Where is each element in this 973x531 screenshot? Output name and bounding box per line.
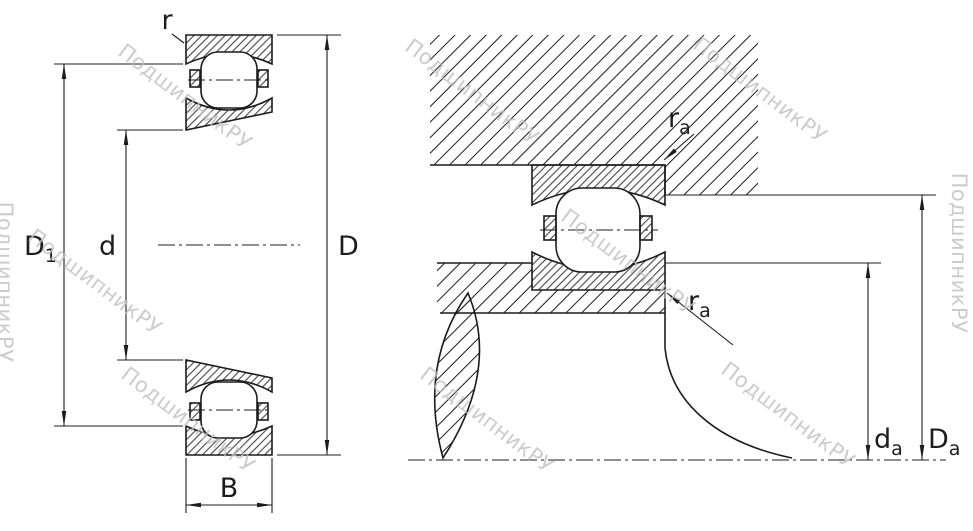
leader-ra-top xyxy=(663,133,695,161)
shaft-contour-curve xyxy=(664,347,793,459)
cage-top-right xyxy=(257,69,269,88)
cage-mounted-left xyxy=(543,215,557,241)
inner-ring-bottom-section xyxy=(185,359,273,394)
dim-label-D: D xyxy=(338,231,359,262)
dim-label-d: d xyxy=(99,231,116,262)
dimensions-right: da Da ra ra xyxy=(663,103,960,460)
shaft-section xyxy=(437,263,665,313)
dim-label-da: da xyxy=(874,424,903,460)
cage-mounted-right xyxy=(639,215,653,241)
dim-label-r: r xyxy=(161,5,173,36)
bearing-mounted xyxy=(531,164,666,291)
dim-label-ra-bottom: ra xyxy=(688,286,711,322)
inner-ring-top-section xyxy=(185,96,273,131)
dim-label-Da: Da xyxy=(928,424,960,460)
dim-label-ra-bottom-sub: a xyxy=(699,300,711,322)
leader-r xyxy=(171,33,185,44)
dim-label-ra-bottom-main: r xyxy=(688,286,700,317)
dim-label-da-main: d xyxy=(874,424,891,455)
dim-label-ra-top: ra xyxy=(668,103,691,139)
dim-label-ra-top-sub: a xyxy=(679,117,691,139)
bearing-section-bottom xyxy=(185,359,273,456)
cage-bottom-right xyxy=(257,402,269,421)
bearing-section-top xyxy=(185,34,273,131)
left-view: D D1 d B r xyxy=(24,5,359,513)
dim-label-ra-top-main: r xyxy=(668,103,680,134)
leader-ra-bottom xyxy=(666,292,734,346)
shaft-break-section xyxy=(433,291,481,460)
dim-label-Da-main: D xyxy=(928,424,949,455)
cage-top-left xyxy=(189,69,201,88)
dim-label-B: B xyxy=(220,473,239,504)
right-view: da Da ra ra xyxy=(408,35,960,461)
dim-label-D1: D1 xyxy=(24,231,57,267)
cage-bottom-left xyxy=(189,402,201,421)
dim-label-Da-sub: a xyxy=(949,438,961,460)
dim-label-da-sub: a xyxy=(891,438,903,460)
dimensions-left: D D1 d B r xyxy=(24,5,359,513)
dim-label-D1-sub: 1 xyxy=(45,245,57,267)
dim-label-D1-main: D xyxy=(24,231,45,262)
